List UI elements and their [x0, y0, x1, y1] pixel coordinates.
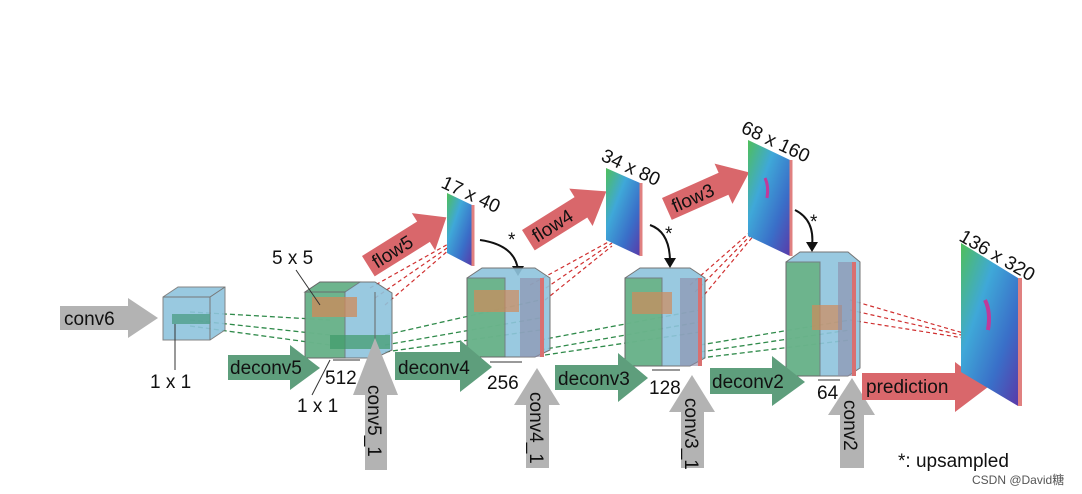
- deconv3-arrow: deconv3: [555, 353, 648, 402]
- deconv3-cube: [624, 267, 706, 371]
- conv4-1-arrow: conv4_1: [514, 368, 560, 468]
- deconv2-cube: [785, 251, 861, 381]
- flow3-arrow: flow3: [662, 163, 750, 220]
- conv2-arrow: conv2: [828, 378, 875, 468]
- upsample-star: *: [810, 212, 818, 233]
- conv5-1-arrow: conv5_1: [353, 338, 398, 470]
- size-5x5-label: 5 x 5: [272, 248, 313, 269]
- conv4-1-label: conv4_1: [525, 392, 546, 464]
- channels-64-label: 64: [817, 383, 839, 404]
- conv2-label: conv2: [839, 400, 860, 451]
- conv3-1-label: conv3_1: [680, 398, 701, 470]
- channels-256-label: 256: [487, 373, 519, 394]
- flow4-arrow: flow4: [522, 188, 607, 251]
- prediction-flow-map: [961, 243, 1022, 406]
- upsample-star: *: [665, 224, 673, 245]
- conv6-cube: [162, 286, 226, 370]
- flow3-map: [748, 140, 793, 256]
- prediction-arrow: prediction: [862, 362, 988, 412]
- deconv5-label: deconv5: [230, 358, 302, 379]
- deconv4-cube: [466, 267, 551, 363]
- upsample-arrow-icon: [794, 209, 814, 247]
- deconv4-arrow: deconv4: [395, 340, 492, 392]
- channels-512-label: 512: [325, 368, 357, 389]
- deconv2-arrow: deconv2: [710, 356, 805, 406]
- flow5-map: [447, 193, 475, 266]
- flow5-arrow: flow5: [362, 213, 447, 277]
- deconv4-label: deconv4: [398, 358, 470, 379]
- channels-128-label: 128: [649, 378, 681, 399]
- prediction-label: prediction: [866, 377, 948, 398]
- conv5-1-label: conv5_1: [363, 385, 384, 457]
- upsample-arrow-icon: [649, 224, 671, 263]
- flow4-map: [606, 168, 643, 256]
- legend-upsampled: *: upsampled: [898, 451, 1009, 472]
- size-1x1-second-label: 1 x 1: [297, 396, 338, 417]
- upsample-star: *: [508, 230, 516, 251]
- conv6-label: conv6: [64, 309, 115, 330]
- deconv5-arrow: deconv5: [228, 345, 320, 390]
- deconv2-label: deconv2: [712, 372, 784, 393]
- conv6-arrow: conv6: [60, 298, 158, 338]
- conv3-1-arrow: conv3_1: [669, 375, 715, 470]
- deconv3-label: deconv3: [558, 369, 630, 390]
- watermark: CSDN @David糖: [972, 472, 1064, 487]
- size-1x1-label: 1 x 1: [150, 372, 191, 393]
